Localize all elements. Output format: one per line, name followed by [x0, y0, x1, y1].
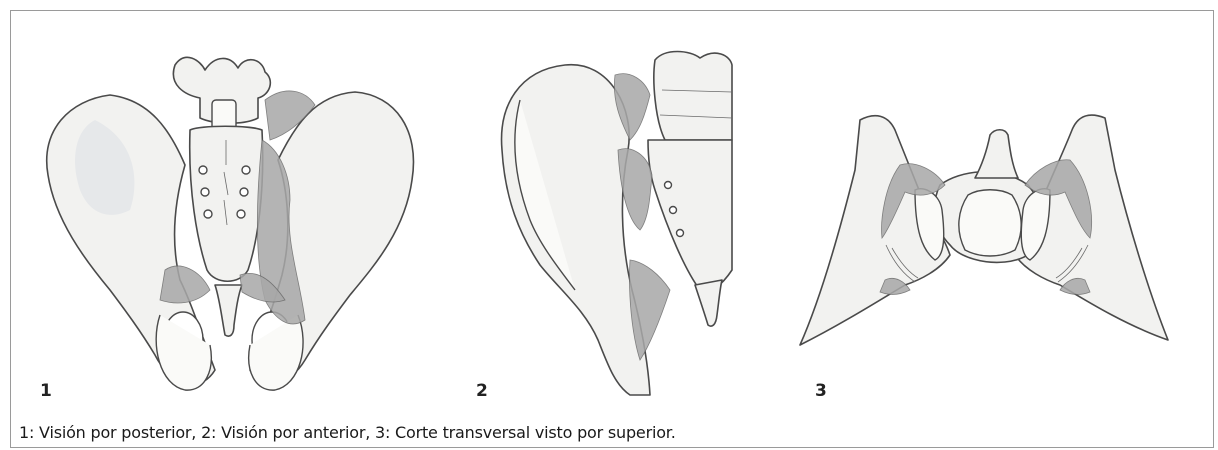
posterior-view-illustration [47, 57, 414, 390]
figure-caption: 1: Visión por posterior, 2: Visión por a… [19, 423, 676, 442]
anterior-view-illustration [502, 52, 732, 396]
panel-number-3: 3 [815, 381, 827, 401]
transverse-section-illustration [800, 115, 1168, 345]
panel-number-2: 2 [476, 381, 488, 401]
pelvis-illustrations [0, 0, 1218, 420]
panel-number-1: 1 [40, 381, 52, 401]
caption-box: 1: Visión por posterior, 2: Visión por a… [10, 417, 1214, 448]
